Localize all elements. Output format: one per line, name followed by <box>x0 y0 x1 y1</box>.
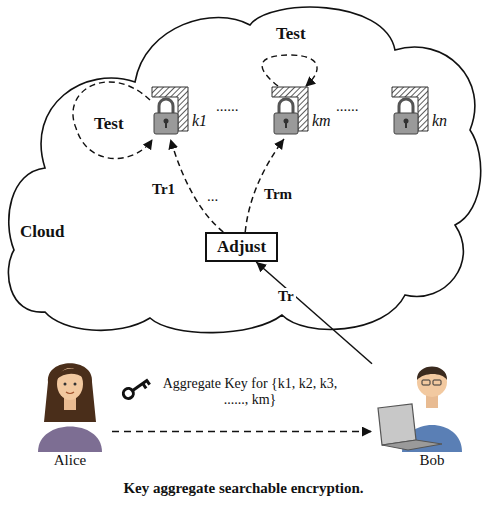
node-label: Cloud <box>20 222 64 242</box>
connector <box>112 431 372 433</box>
bob-figure <box>372 352 468 452</box>
node-label: km <box>312 112 331 130</box>
user-figure: Alice <box>28 352 112 469</box>
connector <box>256 262 372 364</box>
annotation-label: Test <box>274 24 308 44</box>
adjust-box: Adjust <box>205 232 278 262</box>
annotation-label: Test <box>92 114 126 134</box>
node-label: Adjust <box>217 237 266 257</box>
node-label: kn <box>432 112 447 130</box>
alice-figure <box>28 352 112 452</box>
lock-icon <box>388 85 430 139</box>
test-loop <box>262 55 317 86</box>
locked-file: k1 <box>148 85 212 139</box>
edge-label: Aggregate Key for {k1, k2, k3, ......, k… <box>158 376 342 408</box>
edge-label: Tr1 <box>150 181 177 198</box>
test-loop <box>73 82 152 159</box>
annotation-label: ...... <box>334 98 361 115</box>
lock-icon <box>148 85 190 139</box>
lock-icon <box>268 85 310 139</box>
key-icon <box>121 376 151 402</box>
figure-caption: Key aggregate searchable encryption. <box>0 480 487 497</box>
cloud-region: Cloud k1 km knAdjust <box>0 0 487 345</box>
user-figure: Bob <box>372 352 468 469</box>
node-label: Alice <box>28 452 112 469</box>
annotation-label: ... <box>205 188 220 205</box>
connector <box>170 139 223 232</box>
locked-file: km <box>268 85 332 139</box>
edge-label: Tr <box>276 288 296 305</box>
edge-label: Trm <box>262 186 294 203</box>
locked-file: kn <box>388 85 452 139</box>
annotation-label: ...... <box>214 98 241 115</box>
cloud-outline <box>0 0 487 345</box>
node-label: k1 <box>192 112 207 130</box>
node-label: Bob <box>372 452 468 469</box>
